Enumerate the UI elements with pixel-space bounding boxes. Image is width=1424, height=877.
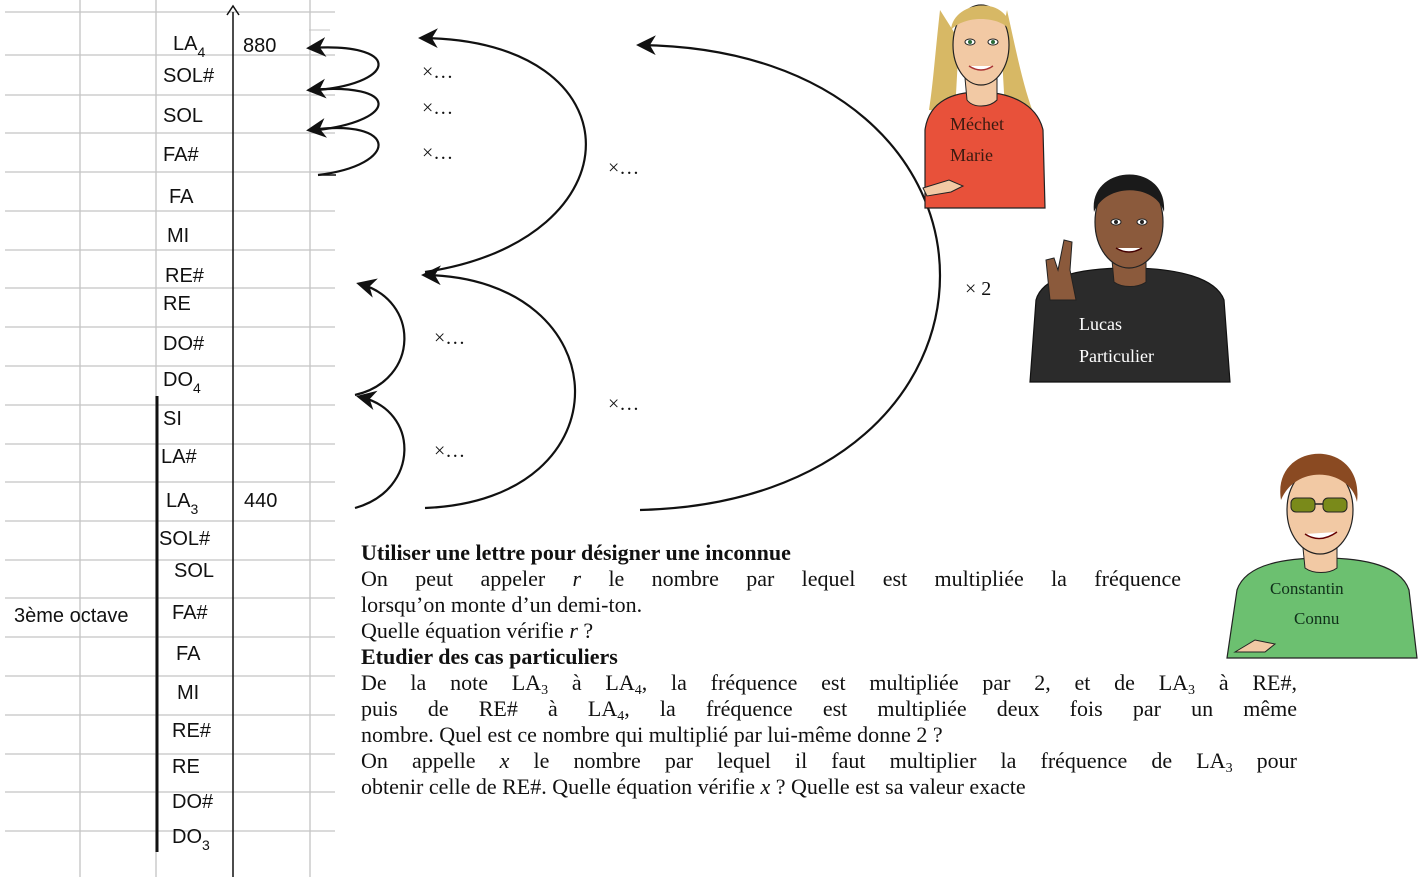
mult-label-1: ×… (422, 61, 454, 83)
note-sol-sharp-3: SOL# (159, 528, 211, 550)
note-sol-3: SOL (174, 560, 215, 582)
character-lucas (1029, 174, 1231, 383)
mult-label-6: ×… (608, 393, 640, 415)
note-re-3: RE (172, 756, 200, 778)
freq-880: 880 (243, 35, 277, 57)
arc-semitone-3 (306, 37, 380, 92)
character-lucas-line1: Lucas (1079, 314, 1122, 334)
mult-label-4: ×… (608, 157, 640, 179)
mult-label-double: × 2 (965, 278, 992, 300)
axis-arrow-icon (226, 4, 240, 16)
note-re-4: RE (163, 293, 191, 315)
note-do4: DO4 (163, 369, 201, 396)
note-mi-3: MI (177, 682, 200, 704)
question-r: Quelle équation vérifie r ? (361, 618, 594, 643)
note-re-sharp-3: RE# (172, 720, 211, 742)
arc-lower-2 (354, 278, 406, 397)
question-x: obtenir celle de RE#. Quelle équation vé… (361, 774, 1026, 799)
note-la-sharp-3: LA# (161, 446, 197, 468)
note-fa-3: FA (176, 643, 201, 665)
character-marie-line2: Marie (950, 145, 993, 165)
character-constantin-line1: Constantin (1270, 579, 1344, 598)
note-re-sharp-4: RE# (165, 265, 204, 287)
heading-particular-cases: Etudier des cas particuliers (361, 644, 618, 669)
paragraph-la3-la4: De la note LA3 à LA4, la fréquence est m… (361, 670, 1297, 698)
note-sol-4: SOL (163, 105, 204, 127)
mult-label-7: ×… (434, 440, 466, 462)
character-constantin (1226, 453, 1418, 659)
exercise-text: Utiliser une lettre pour désigner une in… (361, 540, 1297, 800)
mult-label-5: ×… (434, 327, 466, 349)
character-constantin-line2: Connu (1294, 609, 1340, 628)
note-fa-sharp-4: FA# (163, 144, 199, 166)
note-do3: DO3 (172, 826, 210, 853)
arc-semitone-1 (306, 118, 380, 177)
arc-re-sharp-to-la4 (418, 28, 587, 274)
octave-label: 3ème octave (14, 605, 129, 627)
freq-440: 440 (244, 490, 278, 512)
arc-semitone-2 (306, 78, 380, 132)
arc-la3-to-re-sharp (421, 265, 577, 510)
mult-label-2: ×… (422, 97, 454, 119)
paragraph-semitone: lorsqu’on monte d’un demi-ton. (361, 592, 643, 617)
note-do-sharp-3: DO# (172, 791, 214, 813)
arc-lower-1 (354, 390, 406, 510)
character-marie-line1: Méchet (950, 114, 1004, 134)
paragraph-r-definition: On peut appeler r le nombre par lequel e… (361, 566, 1181, 591)
character-marie (922, 4, 1046, 209)
note-fa-4: FA (169, 186, 194, 208)
note-la4: LA4 (173, 33, 206, 60)
question-square: nombre. Quel est ce nombre qui multiplié… (361, 722, 943, 747)
note-sol-sharp-4: SOL# (163, 65, 215, 87)
mult-label-3: ×… (422, 142, 454, 164)
note-la3: LA3 (166, 490, 199, 517)
character-lucas-line2: Particulier (1079, 346, 1154, 366)
arc-la3-to-la4 (636, 35, 942, 512)
note-do-sharp-4: DO# (163, 333, 205, 355)
spreadsheet-grid (5, 0, 336, 877)
note-si-3: SI (163, 408, 182, 430)
note-mi-4: MI (167, 225, 190, 247)
heading-unknown-letter: Utiliser une lettre pour désigner une in… (361, 540, 791, 565)
paragraph-x-definition: On appelle x le nombre par lequel il fau… (361, 748, 1298, 776)
note-fa-sharp-3: FA# (172, 602, 208, 624)
paragraph-re-sharp-la4: puis de RE# à LA4, la fréquence est mult… (361, 696, 1297, 724)
multiplication-arcs (306, 28, 942, 512)
